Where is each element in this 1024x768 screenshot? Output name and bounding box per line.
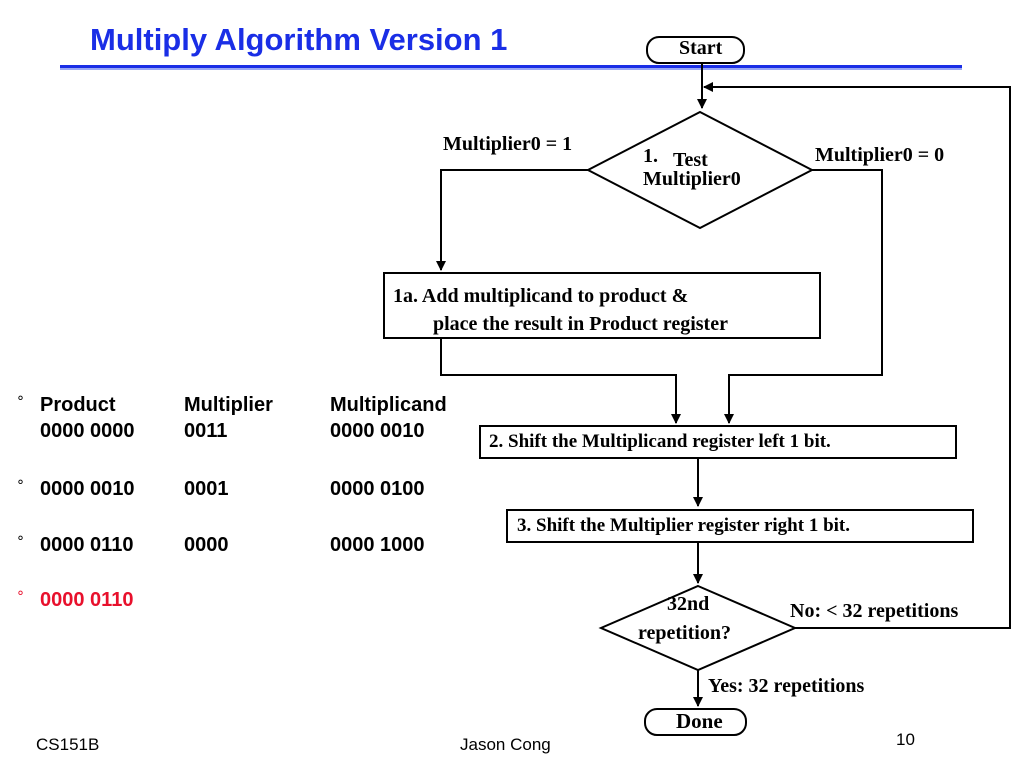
done-terminal (644, 708, 747, 736)
loop-back-line (703, 82, 1011, 629)
row1-product: 0000 0010 (40, 478, 135, 500)
decision-line2: repetition? (638, 622, 731, 644)
no-branch-label: No: < 32 repetitions (790, 600, 959, 622)
trace-bullet: ° (17, 534, 24, 550)
step-1a-box (383, 272, 821, 339)
step-2-label: 2. Shift the Multiplicand register left … (489, 431, 831, 452)
step-1a-line2: place the result in Product register (433, 313, 728, 335)
test-subject-label: Multiplier0 (643, 168, 741, 190)
trace-bullet: ° (17, 478, 24, 494)
arrow-branch-zero (724, 169, 883, 424)
title-underline (60, 65, 962, 68)
row1-multiplicand: 0000 0100 (330, 478, 425, 500)
footer-course: CS151B (36, 735, 100, 754)
start-terminal (646, 36, 745, 64)
arrow-1a-to-step2 (440, 338, 681, 424)
trace-bullet: ° (17, 394, 24, 410)
step-3-label: 3. Shift the Multiplier register right 1… (517, 515, 851, 536)
yes-branch-label: Yes: 32 repetitions (708, 675, 865, 697)
arrow-branch-one (436, 169, 588, 271)
header-product: Product (40, 394, 116, 416)
trace-bullet-final: ° (17, 589, 24, 605)
test-word-label: Test (673, 149, 708, 171)
decision-line1: 32nd (667, 593, 710, 615)
done-label: Done (676, 709, 723, 733)
initial-product: 0000 0000 (40, 420, 135, 442)
step-3-box (506, 509, 974, 543)
test-diamond (585, 110, 815, 230)
page-number: 10 (896, 730, 915, 749)
final-product: 0000 0110 (40, 589, 134, 611)
initial-multiplier: 0011 (184, 420, 228, 442)
footer-author: Jason Cong (460, 735, 551, 754)
branch-one-label: Multiplier0 = 1 (443, 133, 573, 155)
header-multiplier: Multiplier (184, 394, 273, 416)
step-2-box (479, 425, 957, 459)
initial-multiplicand: 0000 0010 (330, 420, 425, 442)
branch-zero-label: Multiplier0 = 0 (815, 144, 945, 166)
title-underline-shadow (60, 68, 962, 70)
row2-multiplier: 0000 (184, 534, 229, 556)
row1-multiplier: 0001 (184, 478, 229, 500)
header-multiplicand: Multiplicand (330, 394, 447, 416)
test-number-label: 1. (643, 145, 658, 167)
row2-product: 0000 0110 (40, 534, 134, 556)
slide-title: Multiply Algorithm Version 1 (90, 22, 508, 57)
step-1a-line1: 1a. Add multiplicand to product & (393, 285, 689, 307)
start-label: Start (679, 37, 723, 59)
row2-multiplicand: 0000 1000 (330, 534, 425, 556)
